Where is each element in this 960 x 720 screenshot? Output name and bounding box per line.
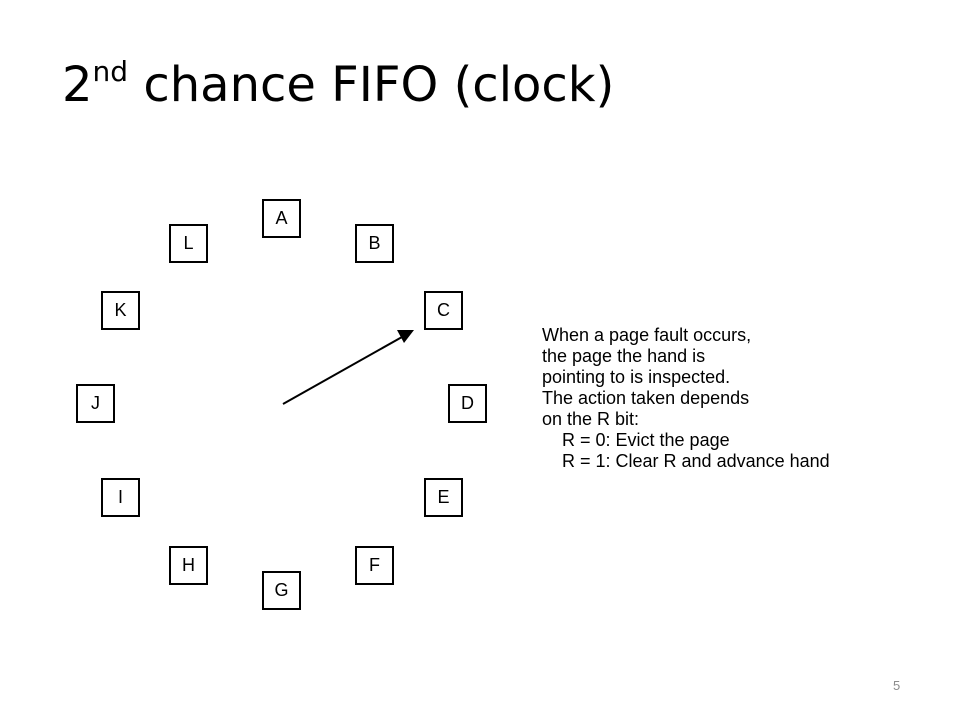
slide-number: 5 [893,678,901,693]
page-box-e: E [424,478,463,517]
title-text: chance FIFO (clock) [128,57,615,113]
explanation-line: When a page fault occurs, [542,325,752,345]
page-box-k: K [101,291,140,330]
explanation-line: the page the hand is [542,346,706,366]
explanation-line: The action taken depends [542,388,750,408]
page-box-j: J [76,384,115,423]
page-box-g: G [262,571,301,610]
clock-hand-arrowhead [397,330,414,343]
slide-title: 2nd chance FIFO (clock) [62,55,614,110]
page-box-d: D [448,384,487,423]
page-box-a: A [262,199,301,238]
rule-r0: R = 0: Evict the page [562,430,730,450]
page-box-l: L [169,224,208,263]
page-box-f: F [355,546,394,585]
clock-hand-line [282,336,403,405]
explanation-line: on the R bit: [542,409,640,429]
title-superscript: nd [92,55,129,88]
explanation-line: pointing to is inspected. [542,367,731,387]
rule-r1: R = 1: Clear R and advance hand [562,451,830,471]
page-box-b: B [355,224,394,263]
page-box-h: H [169,546,208,585]
page-box-i: I [101,478,140,517]
title-number: 2 [62,57,93,113]
page-box-c: C [424,291,463,330]
explanation-text: When a page fault occurs, the page the h… [542,325,830,472]
